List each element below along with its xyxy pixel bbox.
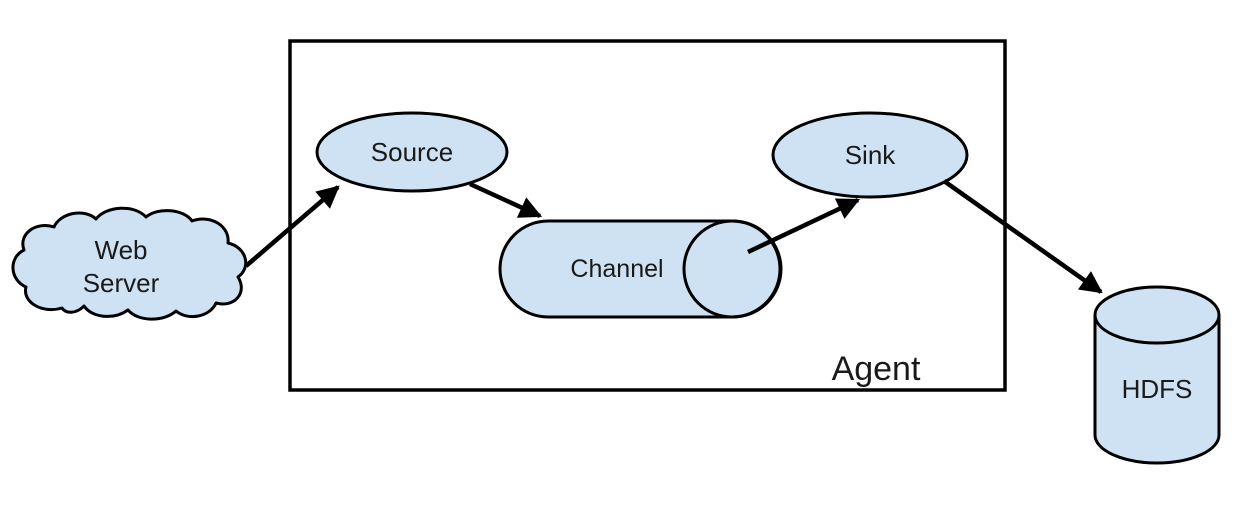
source-label: Source — [371, 137, 453, 167]
cloud-shape — [11, 206, 248, 321]
channel-node: Channel — [498, 219, 783, 319]
hdfs-node: HDFS — [1093, 285, 1221, 465]
sink-label: Sink — [845, 140, 897, 170]
web-server-node: Web Server — [11, 206, 248, 321]
edge-sink-to-hdfs-arrow — [942, 179, 1103, 294]
edge-source-to-channel-arrow — [469, 181, 543, 219]
source-node: Source — [315, 111, 509, 193]
web-server-label-line2: Server — [83, 268, 160, 298]
source-ellipse-shape — [315, 111, 509, 193]
sink-ellipse-shape — [771, 111, 969, 199]
hdfs-cylinder-top-shape — [1093, 285, 1221, 345]
edge-webserver-to-source-arrow — [244, 185, 340, 268]
agent-boundary-box — [288, 39, 1007, 392]
web-server-label-line1: Web — [95, 235, 148, 265]
sink-node: Sink — [771, 111, 969, 199]
agent-label: Agent — [832, 350, 921, 388]
hdfs-label: HDFS — [1122, 374, 1193, 404]
channel-label: Channel — [570, 255, 663, 283]
hdfs-cylinder-body-outline — [1093, 315, 1221, 465]
hdfs-cylinder-body-fill — [1095, 315, 1219, 463]
edge-channel-to-sink-arrow — [747, 197, 861, 255]
channel-cylinder-end-cap — [682, 219, 782, 319]
